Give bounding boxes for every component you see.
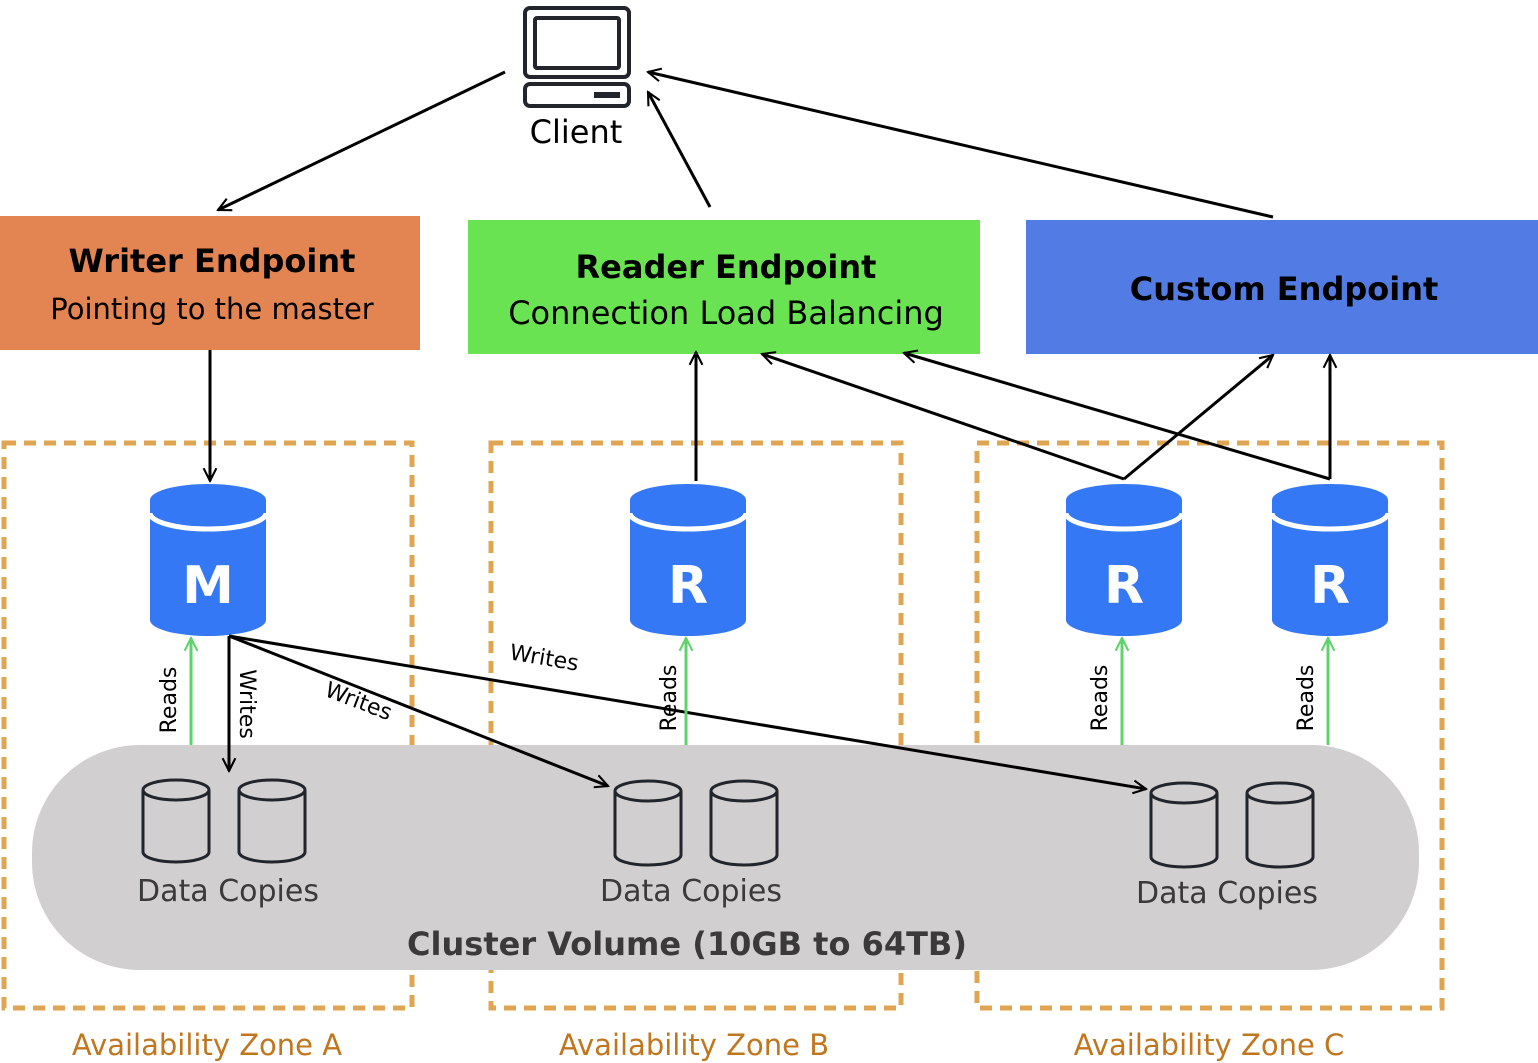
writes-label-zone-a: Writes [234, 669, 259, 739]
reader-endpoint-title: Reader Endpoint [576, 248, 877, 286]
reads-label-reader-c2: Reads [1294, 665, 1319, 732]
reader-endpoint-box [468, 220, 980, 354]
data-copy-icon [1149, 781, 1219, 869]
arrow-client-to-writer [218, 70, 506, 212]
zone-b-label: Availability Zone B [559, 1028, 829, 1062]
data-copies-c-label: Data Copies [1136, 876, 1318, 911]
writer-endpoint-subtitle: Pointing to the master [50, 292, 374, 326]
zone-c-border [974, 440, 1445, 1011]
custom-endpoint-box [1026, 220, 1538, 354]
reader-instance-b: R [627, 484, 749, 636]
reader-instance-c2: R [1269, 484, 1391, 636]
zone-a-label: Availability Zone A [72, 1028, 342, 1062]
reader-c1-letter: R [1104, 556, 1144, 616]
arrow-reader-c1-to-custom-endpoint [1123, 355, 1273, 481]
arrow-custom-to-client [648, 72, 1274, 219]
data-copy-icon [141, 778, 211, 864]
data-copies-b-icons [613, 779, 779, 867]
zone-c-label: Availability Zone C [1074, 1028, 1345, 1062]
data-copies-c-icons [1149, 781, 1315, 869]
data-copy-icon [613, 779, 683, 867]
data-copy-icon [709, 779, 779, 867]
reader-instance-c1: R [1063, 484, 1185, 636]
custom-endpoint-title: Custom Endpoint [1130, 270, 1439, 308]
reader-c2-letter: R [1310, 556, 1350, 616]
zone-a-border [1, 440, 415, 1011]
arrow-reader-c2-to-reader-endpoint [904, 353, 1331, 481]
data-copies-a-icons [141, 778, 307, 864]
writer-endpoint-box [0, 216, 420, 350]
reads-label-reader-b: Reads [657, 665, 682, 732]
writes-label-zone-b: Writes [321, 678, 395, 726]
master-letter: M [182, 556, 234, 616]
cluster-volume [32, 745, 1419, 970]
cluster-volume-title: Cluster Volume (10GB to 64TB) [407, 925, 967, 963]
client-label: Client [530, 113, 623, 151]
arrow-reader-to-client [646, 92, 712, 208]
data-copies-a-label: Data Copies [137, 874, 319, 909]
reads-label-master: Reads [157, 667, 182, 734]
writes-label-zone-c: Writes [508, 641, 581, 677]
arrow-writes-zone-b [228, 634, 608, 786]
data-copy-icon [1245, 781, 1315, 869]
writer-endpoint-title: Writer Endpoint [69, 242, 356, 280]
data-copies-b-label: Data Copies [600, 874, 782, 909]
reader-endpoint-subtitle: Connection Load Balancing [508, 294, 944, 332]
computer-icon [523, 6, 631, 108]
data-copy-icon [237, 778, 307, 864]
reads-label-reader-c1: Reads [1088, 665, 1113, 732]
arrow-reader-c1-to-reader-endpoint [762, 354, 1125, 481]
master-instance: M [147, 484, 269, 636]
reader-b-letter: R [668, 556, 708, 616]
